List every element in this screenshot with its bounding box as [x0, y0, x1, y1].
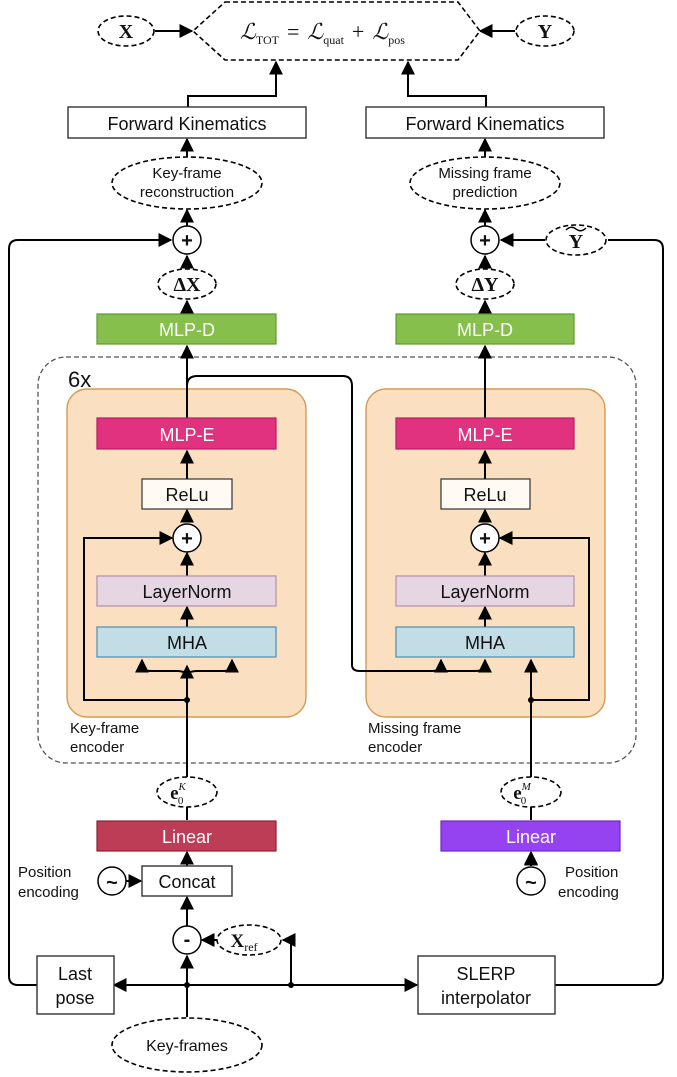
delta-x-label: ΔX: [174, 274, 202, 296]
relu-right: [440, 478, 531, 510]
subtract-symbol: -: [184, 929, 191, 951]
keyframe-encoder-label-1: Key-frame: [70, 720, 139, 737]
mha-right-label: MHA: [465, 633, 505, 653]
linear-right-label: Linear: [506, 827, 556, 847]
x-label: X: [119, 21, 134, 43]
missing-frame-prediction-label-2: prediction: [452, 184, 517, 201]
position-encoding-right-label-2: encoding: [558, 884, 619, 901]
position-encoding-right-label-1: Position: [565, 864, 618, 881]
forward-kinematics-right-label: Forward Kinematics: [405, 114, 564, 134]
mlp-d-right-label: MLP-D: [457, 320, 513, 340]
last-pose-label-1: Last: [58, 964, 92, 984]
x-ref-label: Xref: [230, 931, 257, 954]
mha-left: [96, 626, 277, 658]
mha-left-label: MHA: [167, 633, 207, 653]
missing-frame-prediction-label-1: Missing frame: [438, 165, 531, 182]
slerp-label-2: interpolator: [441, 988, 531, 1008]
mha-right: [395, 626, 575, 658]
keyframes-ellipse: [111, 1017, 263, 1073]
encoder-add-right-symbol: +: [479, 528, 491, 550]
encoder-add-left: [172, 523, 202, 553]
forward-kinematics-left-label: Forward Kinematics: [107, 114, 266, 134]
loss-formula: ℒTOT=ℒquat+ℒpos: [240, 19, 405, 47]
repeat-label: 6x: [68, 367, 91, 392]
connectors: [8, 24, 664, 1017]
layernorm-right: [395, 575, 575, 607]
linear-left-label: Linear: [162, 827, 212, 847]
last-pose-box: [36, 955, 115, 1015]
mlp-d-left-label: MLP-D: [159, 320, 215, 340]
y-tilde-ellipse: [545, 224, 607, 256]
missing-frame-prediction-ellipse: [409, 156, 561, 210]
linear-left: [96, 820, 277, 852]
forward-kinematics-left: [67, 106, 307, 139]
sine-wave-icon: ~: [106, 872, 118, 894]
residual-add-right-symbol: +: [479, 230, 491, 252]
forward-kinematics-right: [365, 106, 605, 139]
slerp-label-1: SLERP: [456, 964, 515, 984]
loss-hexagon: [191, 1, 482, 61]
mlp-d-right: [395, 313, 575, 345]
position-encoding-left-label-1: Position: [18, 864, 71, 881]
layernorm-left: [96, 575, 277, 607]
last-pose-label-2: pose: [55, 988, 94, 1008]
position-encoding-right-node: [516, 866, 546, 896]
encoder-add-left-symbol: +: [181, 528, 193, 550]
subtract-node: [172, 925, 202, 955]
mlp-e-right: [395, 417, 575, 450]
layernorm-right-label: LayerNorm: [440, 582, 529, 602]
relu-left-label: ReLu: [165, 485, 208, 505]
mlp-e-left-label: MLP-E: [159, 425, 214, 445]
residual-add-right: [470, 225, 500, 255]
x-ref-ellipse: [216, 924, 282, 956]
layernorm-left-label: LayerNorm: [142, 582, 231, 602]
delta-x-ellipse: [157, 268, 217, 300]
missing-encoder-label-1: Missing frame: [368, 720, 461, 737]
keyframe-reconstruction-label-1: Key-frame: [152, 165, 221, 182]
position-encoding-left-label-2: encoding: [18, 884, 79, 901]
y-tilde-label: Y: [569, 231, 584, 253]
mlp-d-left: [96, 313, 277, 345]
keyframe-reconstruction-label-2: reconstruction: [140, 184, 234, 201]
encoder-add-right: [470, 523, 500, 553]
delta-y-ellipse: [455, 268, 515, 300]
repeat-block-outline: [37, 356, 637, 764]
y-target-ellipse: [515, 15, 575, 47]
concat-box: [141, 865, 233, 897]
keyframe-reconstruction-ellipse: [111, 156, 263, 210]
relu-left: [141, 478, 233, 510]
position-encoding-left-node: [97, 866, 127, 896]
keyframe-encoder-label-2: encoder: [70, 739, 124, 756]
mlp-e-right-label: MLP-E: [457, 425, 512, 445]
e0-k-ellipse: [156, 776, 218, 808]
e0-m-ellipse: [500, 776, 562, 808]
linear-right: [440, 820, 621, 852]
y-tilde-accent-icon: [565, 226, 587, 232]
residual-add-left: [172, 225, 202, 255]
slerp-box: [417, 955, 556, 1015]
mlp-e-left: [96, 417, 277, 450]
delta-y-label: ΔY: [472, 274, 500, 296]
relu-right-label: ReLu: [463, 485, 506, 505]
x-input-ellipse: [97, 15, 155, 47]
sine-wave-icon: ~: [525, 872, 537, 894]
missing-encoder-label-2: encoder: [368, 739, 422, 756]
y-label: Y: [538, 21, 553, 43]
residual-add-left-symbol: +: [181, 230, 193, 252]
concat-label: Concat: [158, 872, 215, 892]
keyframes-label: Key-frames: [146, 1038, 228, 1055]
